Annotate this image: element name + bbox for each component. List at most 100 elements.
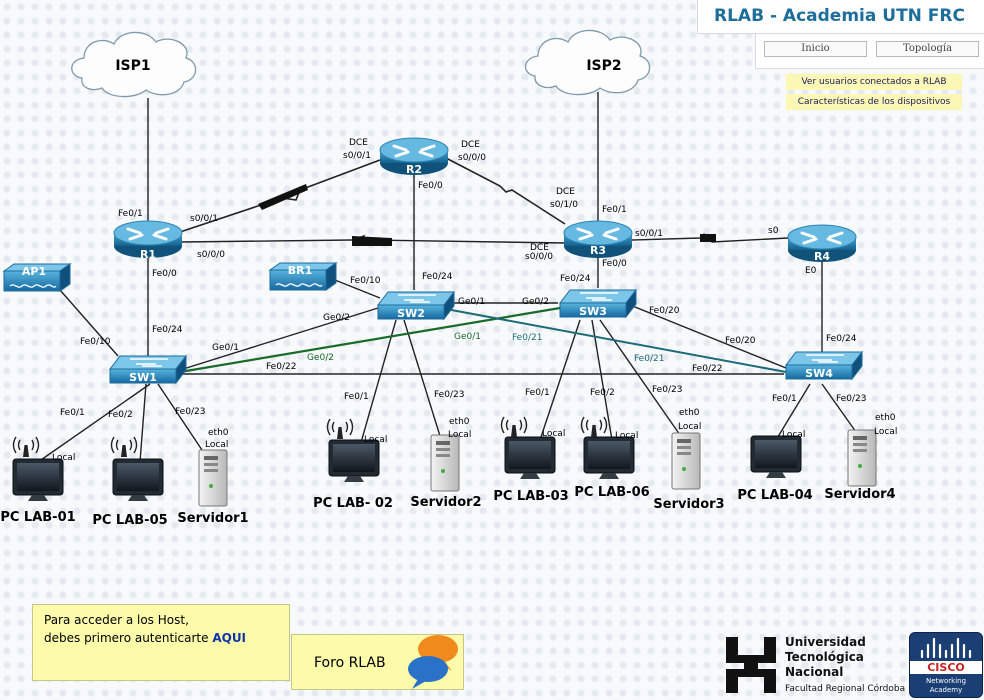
host-pc-lab-04[interactable]: Local PC LAB-04 xyxy=(737,430,812,503)
svg-text:Local: Local xyxy=(615,431,638,441)
svg-text:s0/0/0: s0/0/0 xyxy=(525,252,553,262)
svg-text:DCE: DCE xyxy=(349,138,368,148)
host-pc-lab-01[interactable]: Local PC LAB-01 xyxy=(0,436,76,525)
svg-text:Ge0/2: Ge0/2 xyxy=(522,297,549,307)
svg-text:Fe0/23: Fe0/23 xyxy=(434,390,464,400)
caracteristicas-link[interactable]: Características de los dispositivos xyxy=(786,94,962,110)
svg-text:Fe0/2: Fe0/2 xyxy=(108,410,133,420)
access-point-br1[interactable]: BR1 xyxy=(268,262,338,291)
svg-text:Local: Local xyxy=(448,430,471,440)
svg-text:Ge0/1: Ge0/1 xyxy=(458,297,485,307)
cloud-isp2: ISP2 xyxy=(524,29,651,96)
cabling xyxy=(37,92,857,463)
svg-text:R2: R2 xyxy=(406,163,422,176)
svg-text:Fe0/24: Fe0/24 xyxy=(152,325,183,335)
svg-text:PC LAB-06: PC LAB-06 xyxy=(574,485,649,500)
access-point-ap1[interactable]: AP1 xyxy=(2,263,72,292)
svg-text:Fe0/0: Fe0/0 xyxy=(152,269,177,279)
host-servidor3[interactable]: eth0 Local Servidor3 xyxy=(653,408,724,512)
router-r4[interactable]: R4 xyxy=(786,223,858,264)
svg-text:SW4: SW4 xyxy=(805,367,833,380)
svg-text:s0/0/0: s0/0/0 xyxy=(458,153,486,163)
svg-text:PC LAB-04: PC LAB-04 xyxy=(737,488,812,503)
host-pc-lab-03[interactable]: Local PC LAB-03 xyxy=(493,416,569,504)
router-r2[interactable]: R2 xyxy=(378,136,450,177)
svg-text:DCE: DCE xyxy=(530,243,549,253)
utn-logo-icon xyxy=(726,637,776,693)
auth-notice-box: Para acceder a los Host, debes primero a… xyxy=(32,604,290,681)
svg-text:Local: Local xyxy=(364,435,387,445)
svg-text:Fe0/22: Fe0/22 xyxy=(692,364,722,374)
nav-inicio-button[interactable]: Inicio xyxy=(764,41,867,57)
switch-sw4[interactable]: SW4 xyxy=(785,351,863,380)
svg-text:Ge0/2: Ge0/2 xyxy=(307,353,334,363)
auth-line2: debes primero autenticarte xyxy=(44,631,213,645)
svg-text:E0: E0 xyxy=(805,266,817,276)
svg-text:eth0: eth0 xyxy=(875,413,896,423)
host-servidor2[interactable]: eth0 Local Servidor2 xyxy=(410,417,481,510)
svg-text:Ge0/2: Ge0/2 xyxy=(323,313,350,323)
svg-text:Fe0/21: Fe0/21 xyxy=(512,333,542,343)
switch-sw2[interactable]: SW2 xyxy=(377,291,455,320)
svg-text:R1: R1 xyxy=(140,248,156,261)
svg-text:Ge0/1: Ge0/1 xyxy=(212,343,239,353)
auth-aqui-link[interactable]: AQUI xyxy=(212,631,247,645)
svg-text:SW1: SW1 xyxy=(129,371,157,384)
svg-text:Servidor2: Servidor2 xyxy=(410,495,481,510)
foro-label: Foro RLAB xyxy=(314,655,386,671)
chat-bubbles-icon xyxy=(408,635,458,689)
router-r1[interactable]: R1 xyxy=(112,219,184,261)
svg-text:PC LAB-03: PC LAB-03 xyxy=(493,489,568,504)
host-servidor4[interactable]: eth0 Local Servidor4 xyxy=(824,413,897,502)
svg-text:DCE: DCE xyxy=(461,140,480,150)
port-labels: Fe0/1 s0/0/1 s0/0/0 Fe0/0 Fe0/24 Fe0/10 … xyxy=(60,138,866,420)
svg-text:DCE: DCE xyxy=(556,187,575,197)
auth-line1: Para acceder a los Host, xyxy=(44,613,189,627)
svg-text:BR1: BR1 xyxy=(288,264,313,277)
svg-text:Local: Local xyxy=(874,427,897,437)
link-sw1-sw3-ge xyxy=(179,306,561,374)
svg-text:Servidor1: Servidor1 xyxy=(177,511,248,526)
host-pc-lab-06[interactable]: Local PC LAB-06 xyxy=(574,416,650,500)
svg-text:Fe0/1: Fe0/1 xyxy=(772,394,797,404)
svg-text:s0/0/0: s0/0/0 xyxy=(197,250,225,260)
nav-panel: Inicio Topología xyxy=(755,33,984,69)
svg-text:s0/1/0: s0/1/0 xyxy=(550,200,578,210)
site-title: RLAB - Academia UTN FRC xyxy=(714,6,965,26)
svg-text:Fe0/21: Fe0/21 xyxy=(634,354,664,364)
svg-text:Fe0/10: Fe0/10 xyxy=(350,276,381,286)
host-pc-lab-02[interactable]: Local PC LAB- 02 xyxy=(313,418,393,511)
svg-text:Fe0/2: Fe0/2 xyxy=(590,388,615,398)
svg-text:PC LAB-05: PC LAB-05 xyxy=(92,513,167,528)
svg-text:Local: Local xyxy=(678,422,701,432)
svg-text:R4: R4 xyxy=(814,250,830,263)
cisco-bars-icon xyxy=(920,637,972,659)
svg-text:SW2: SW2 xyxy=(397,307,425,320)
svg-text:Local: Local xyxy=(782,430,805,440)
router-r3[interactable]: R3 xyxy=(562,219,634,260)
svg-text:Fe0/1: Fe0/1 xyxy=(602,205,627,215)
nav-topologia-button[interactable]: Topología xyxy=(876,41,979,57)
svg-text:Fe0/0: Fe0/0 xyxy=(418,181,443,191)
header-panel: RLAB - Academia UTN FRC xyxy=(697,0,984,34)
svg-text:s0/0/1: s0/0/1 xyxy=(343,151,371,161)
switch-sw3[interactable]: SW3 xyxy=(559,289,637,318)
svg-text:Fe0/20: Fe0/20 xyxy=(649,306,680,316)
cisco-name: CISCO xyxy=(910,661,982,674)
svg-text:Fe0/23: Fe0/23 xyxy=(175,407,205,417)
svg-text:Servidor3: Servidor3 xyxy=(653,497,724,512)
svg-text:PC LAB- 02: PC LAB- 02 xyxy=(313,496,393,511)
switch-sw1[interactable]: SW1 xyxy=(109,355,187,384)
svg-text:eth0: eth0 xyxy=(449,417,470,427)
host-pc-lab-05[interactable]: PC LAB-05 xyxy=(92,436,168,528)
ver-usuarios-link[interactable]: Ver usuarios conectados a RLAB xyxy=(786,74,962,90)
cisco-academy-badge: CISCO Networking Academy xyxy=(909,632,983,698)
svg-text:s0/0/1: s0/0/1 xyxy=(635,229,663,239)
svg-text:Servidor4: Servidor4 xyxy=(824,487,895,502)
svg-text:Fe0/22: Fe0/22 xyxy=(266,362,296,372)
isp2-label: ISP2 xyxy=(586,58,621,74)
svg-text:Fe0/23: Fe0/23 xyxy=(836,394,866,404)
foro-rlab-button[interactable]: Foro RLAB xyxy=(291,634,464,690)
host-servidor1[interactable]: eth0 Local Servidor1 xyxy=(177,428,248,526)
